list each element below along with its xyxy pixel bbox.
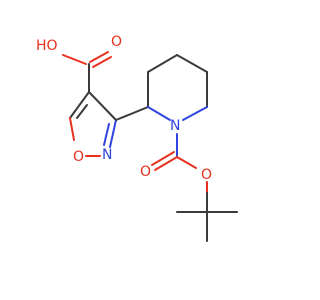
- piperidine-ring: N: [115, 54, 208, 134]
- bond-c4-c3: [88, 91, 117, 121]
- bond-carbamate-o-double-b: [151, 151, 175, 166]
- isoxazole-ring: O N: [69, 91, 117, 165]
- carbamate-oxygen-double-label: O: [140, 164, 151, 180]
- ring-oxygen-label: O: [73, 149, 84, 165]
- bond-c4-c5-inner: [76, 104, 88, 119]
- bond-carbamate-o-single: [176, 156, 197, 169]
- bond-n2-c3-b: [103, 123, 110, 146]
- piperidine-nitrogen-label: N: [170, 118, 180, 134]
- bond-c4-c5pip: [176, 54, 208, 73]
- ring-nitrogen-label: N: [102, 147, 112, 163]
- bond-carboxyl-o-double-b: [92, 56, 112, 68]
- carbamate-oxygen-single-label: O: [201, 167, 212, 183]
- hydroxyl-label: HO: [36, 38, 58, 54]
- bond-carboxyl-o-double-a: [89, 51, 109, 63]
- bond-n1-c2: [147, 106, 171, 121]
- structure-canvas: HO O O N N O O: [36, 34, 238, 242]
- bond-carboxyl-oh: [62, 54, 87, 65]
- carbonyl-oxygen-acid: O: [111, 34, 122, 50]
- molecule-structure: HO O O N N O O: [36, 34, 238, 242]
- bond-c3-c2pip: [115, 106, 149, 121]
- bond-c5-o1: [69, 117, 75, 141]
- bond-c4-c5: [69, 91, 90, 119]
- boc-group: O O: [140, 133, 238, 242]
- bond-c6-n1: [182, 106, 208, 121]
- bond-c3-c4pip: [147, 54, 178, 73]
- carboxylic-acid-group: HO O: [36, 34, 122, 93]
- bond-carbamate-o-double-a: [154, 156, 178, 171]
- bond-n2-c3-a: [109, 119, 117, 148]
